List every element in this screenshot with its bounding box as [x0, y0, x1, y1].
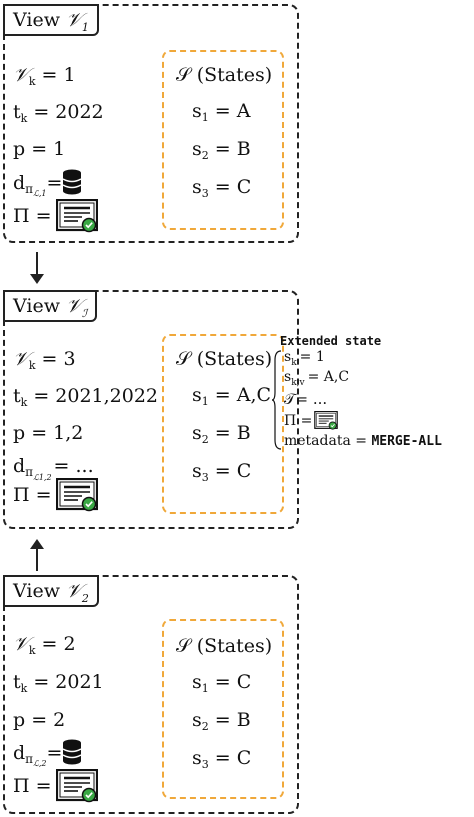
view-1-tab: View 𝒱 1: [3, 4, 99, 36]
view-1-p-line: p = 1: [13, 138, 65, 160]
t-sub: k: [20, 111, 28, 125]
certificate-icon: [55, 199, 98, 233]
ext-skv-line: sk,v= A,C: [284, 369, 350, 388]
ext-metadata-line: metadata = MERGE-ALL: [284, 433, 442, 449]
view-i-tab-word: View: [13, 295, 60, 317]
ext-tau-line: 𝒯= ...: [284, 390, 328, 408]
view-2-pi-line: Π =: [13, 769, 98, 803]
ext-sk-line: sk= 1: [284, 349, 325, 368]
p-text: p = 1: [13, 138, 66, 160]
t-label: t: [13, 101, 21, 123]
d-sub: π: [25, 181, 34, 196]
d-eq: =: [46, 171, 63, 194]
arrow-up-icon: [30, 539, 44, 571]
view-i-pi-line: Π =: [13, 478, 98, 512]
view-1-tab-symbol: 𝒱: [65, 9, 82, 31]
database-icon: [62, 739, 83, 766]
states-title: 𝒮 (States): [176, 635, 273, 657]
metadata-value: MERGE-ALL: [371, 434, 442, 449]
d-label: d: [13, 171, 26, 194]
view-i-d-line: d π ℒ1,2 = ...: [13, 455, 94, 482]
t-value: = 2022: [33, 101, 104, 123]
certificate-icon: [55, 769, 98, 803]
v-value: = 1: [41, 64, 76, 86]
view-i-tab-sub: ℐ: [81, 306, 87, 320]
view-i-tab: View 𝒱 ℐ: [3, 290, 97, 322]
v-label: 𝒱: [13, 64, 29, 86]
database-icon: [62, 169, 83, 196]
extended-state-panel: Extended state sk= 1 sk,v= A,C 𝒯= ... Π …: [272, 334, 472, 452]
view-1-d-line: d π ℒ,1 =: [13, 169, 83, 198]
arrow-down-icon: [30, 252, 44, 284]
brace-icon: [272, 350, 282, 450]
view-i-tab-symbol: 𝒱: [65, 295, 82, 317]
view-1-tab-word: View: [13, 9, 60, 31]
pi-text: Π =: [13, 205, 52, 227]
view-1-tab-sub: 1: [81, 20, 89, 34]
d-subsub: ℒ,1: [33, 189, 47, 198]
view-i-p-line: p = 1,2: [13, 422, 84, 444]
v-sub: k: [28, 74, 36, 88]
ext-pi-line: Π =: [284, 411, 339, 430]
view-2-d-line: d π ℒ,2 =: [13, 739, 83, 768]
states-title: 𝒮 (States): [176, 348, 273, 370]
view-2-p-line: p = 2: [13, 709, 66, 731]
states-title: 𝒮 (States): [176, 64, 273, 86]
extended-state-title: Extended state: [280, 334, 382, 348]
certificate-icon: [55, 478, 98, 512]
view-2-tab: View 𝒱 2: [3, 575, 99, 607]
certificate-icon: [314, 411, 339, 430]
view-1-pi-line: Π =: [13, 199, 98, 233]
